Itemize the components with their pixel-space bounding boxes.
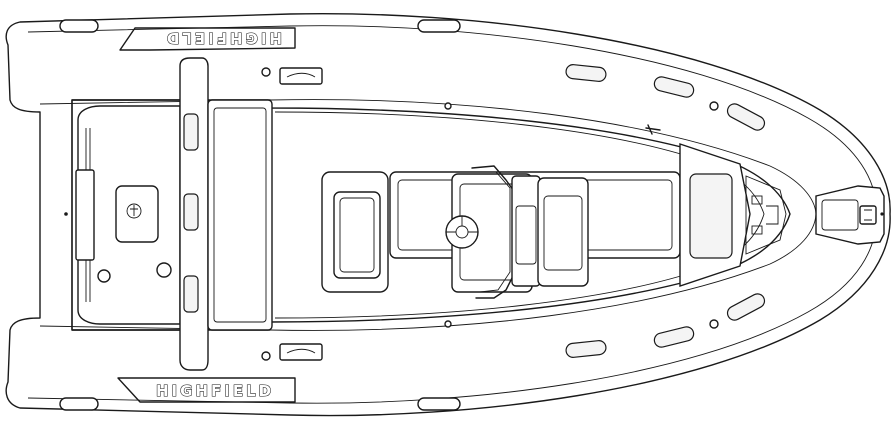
tube-handle (59, 19, 99, 33)
cleat-icon (261, 351, 271, 361)
side-cleats (444, 102, 661, 328)
brand-panel-bottom: HIGHFIELD (117, 377, 296, 403)
brand-panel-top: HIGHFIELD (119, 27, 296, 51)
tube-handle (565, 340, 607, 358)
fuel-cap-icon (97, 269, 111, 283)
tube-handle (59, 397, 99, 411)
tube-handle (417, 397, 461, 411)
valve-icon (444, 320, 452, 328)
center-console (389, 165, 681, 299)
cleat-icon (261, 67, 271, 77)
tube-handle (565, 64, 607, 82)
helm-seat-cushion[interactable] (537, 177, 589, 287)
step-plates (261, 67, 323, 361)
bench-handle (183, 193, 199, 231)
brand-logo-top: HIGHFIELD (164, 29, 282, 47)
deck (71, 99, 791, 331)
tube-handle (726, 103, 766, 131)
step-plate-bottom (279, 343, 323, 361)
bench-seat-cushion (207, 99, 273, 331)
valve-icon (444, 102, 452, 110)
jockey-seat (321, 171, 389, 293)
bow-hatch (689, 173, 733, 259)
valve-icon (709, 101, 719, 111)
tube-handles (59, 19, 766, 411)
step-plate-top (279, 67, 323, 85)
tube-handle (653, 76, 695, 98)
filler-cap-icon (156, 262, 172, 278)
helm-seat (537, 177, 589, 287)
bench-handle (183, 113, 199, 151)
bench-handle (183, 275, 199, 313)
valve-icon (709, 319, 719, 329)
outboard-motor-mount (75, 169, 95, 261)
brand-logo-bottom: HIGHFIELD (156, 382, 274, 400)
cleat-icon (645, 124, 661, 135)
rear-hatch (115, 185, 159, 243)
bow-tip (815, 185, 885, 245)
jockey-seat-cushion[interactable] (333, 191, 381, 279)
tube-handle (726, 293, 766, 321)
transom (64, 99, 183, 331)
bow-eye-icon (859, 205, 877, 225)
bow-locker (679, 143, 787, 287)
tube-handle (653, 326, 695, 348)
rear-bench (179, 57, 273, 371)
tube-handle (417, 19, 461, 33)
